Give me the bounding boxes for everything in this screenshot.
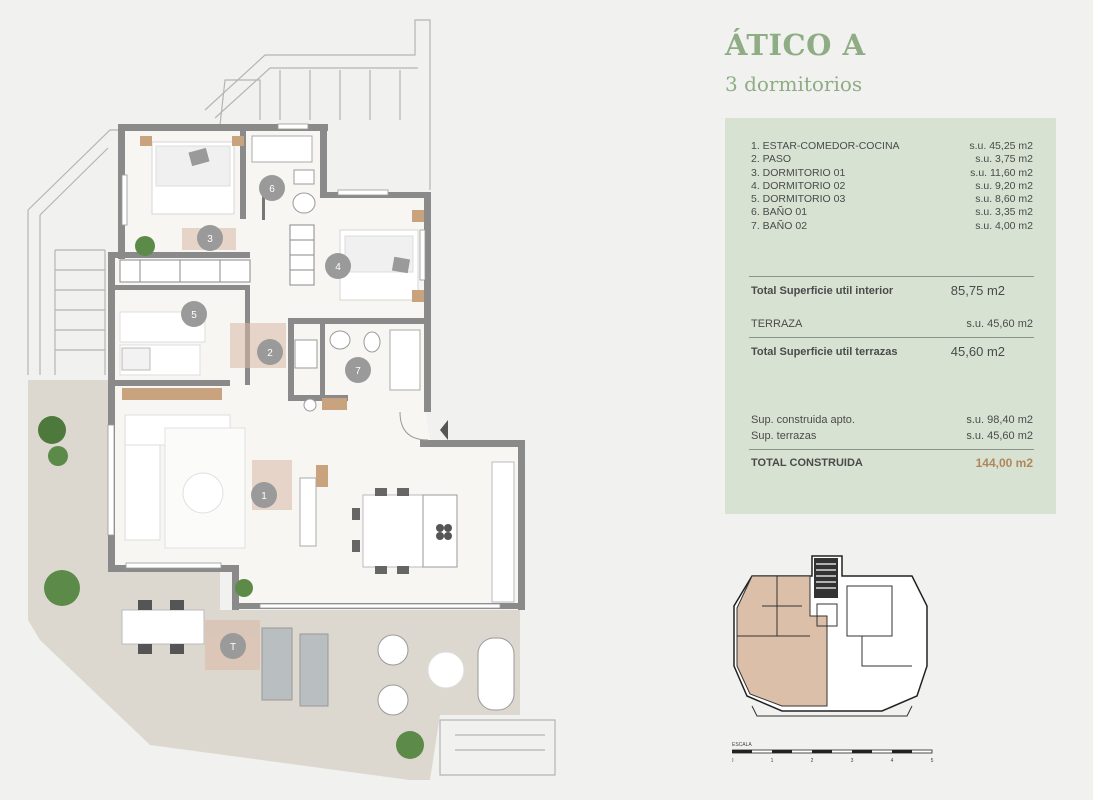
scale-label: ESCALA — [732, 742, 752, 748]
bathroom-01-fixtures — [251, 135, 316, 220]
room-marker-2: 2 — [267, 348, 273, 359]
room-markers — [181, 175, 371, 659]
divider — [749, 337, 1034, 338]
scale-tick: 3 — [851, 758, 854, 764]
room-marker-terrace: T — [230, 642, 236, 653]
bedroom-01-furniture — [140, 136, 244, 215]
scale-tick: 1 — [771, 758, 774, 764]
unit-subtitle: 3 dormitorios — [725, 72, 863, 96]
entry-door — [399, 411, 429, 441]
outer-railings — [27, 19, 556, 776]
scale-tick: 5 — [931, 758, 934, 764]
bedroom-02-furniture — [289, 210, 424, 302]
key-plan — [722, 546, 942, 731]
plants — [38, 236, 424, 759]
unit-title: ÁTICO A — [725, 28, 866, 62]
room-marker-6: 6 — [269, 184, 275, 195]
divider — [749, 449, 1034, 450]
built-row: Sup. construida apto. s.u. 98,40 m2 — [751, 414, 1033, 426]
living-room-furniture — [124, 414, 515, 603]
divider — [749, 276, 1034, 277]
key-plan-drawing — [733, 555, 928, 717]
room-marker-5: 5 — [191, 310, 197, 321]
wardrobes — [119, 259, 251, 283]
bathroom-02-fixtures — [294, 329, 421, 412]
room-marker-1: 1 — [261, 491, 267, 502]
terraces-total-row: Total Superficie util terrazas 45,60 m2 — [751, 344, 1005, 359]
interior-total-row: Total Superficie util interior 85,75 m2 — [751, 283, 1005, 298]
terraces-built-row: Sup. terrazas s.u. 45,60 m2 — [751, 430, 1033, 442]
entry-arrow-icon — [440, 420, 448, 440]
floor-plan: 1 2 3 4 5 6 7 T — [27, 19, 556, 780]
room-marker-3: 3 — [207, 234, 213, 245]
floor-plan-drawing: 1 2 3 4 5 6 7 T — [27, 19, 556, 780]
bedroom-03-furniture — [119, 311, 222, 400]
scale-bar: ESCALA 0 1 2 3 4 5 — [731, 738, 937, 783]
room-marker-4: 4 — [335, 262, 341, 273]
grand-total-row: TOTAL CONSTRUIDA 144,00 m2 — [751, 456, 1033, 470]
scale-tick: 4 — [891, 758, 894, 764]
scale-tick: 0 — [732, 758, 734, 764]
windows — [107, 123, 501, 609]
room-marker-7: 7 — [355, 366, 361, 377]
scale-tick: 2 — [811, 758, 814, 764]
terrace-row: TERRAZA s.u. 45,60 m2 — [751, 318, 1033, 330]
terrace-furniture — [121, 600, 515, 716]
terrace-floor — [28, 380, 520, 780]
